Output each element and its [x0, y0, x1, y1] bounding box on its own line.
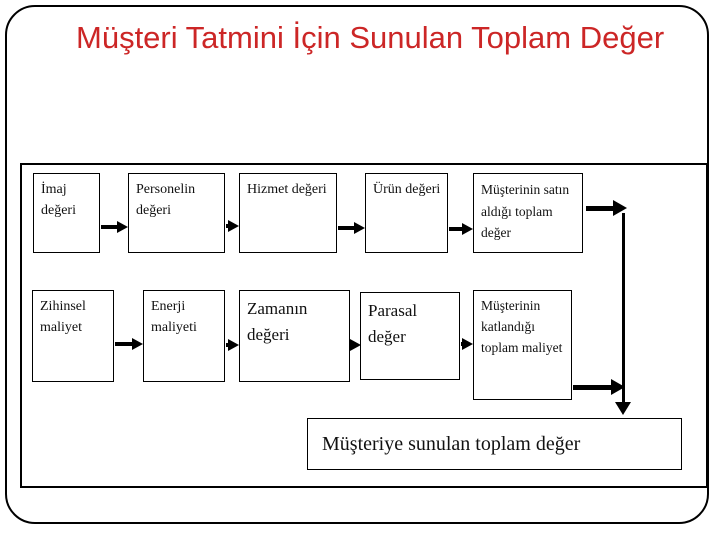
- arrow-hizmet-to-urun-icon: [338, 222, 365, 234]
- box-zamanin-degeri: Zamanın değeri: [239, 290, 350, 382]
- arrow-head-icon: [350, 339, 361, 351]
- box-imaj-degeri: İmaj değeri: [33, 173, 100, 253]
- result-box-label: Müşteriye sunulan toplam değer: [322, 433, 581, 455]
- arrow-imaj-to-personelin-icon: [101, 221, 128, 233]
- box-parasal-deger: Parasal değer: [360, 292, 460, 380]
- arrow-shaft: [101, 225, 117, 229]
- arrow-shaft: [449, 227, 462, 231]
- arrow-shaft: [461, 342, 462, 346]
- box-zihinsel-maliyet: Zihinsel maliyet: [32, 290, 114, 382]
- box-hizmet-degeri: Hizmet değeri: [239, 173, 337, 253]
- arrow-shaft: [226, 343, 228, 347]
- arrow-head-icon: [462, 223, 473, 235]
- box-enerji-maliyeti: Enerji maliyeti: [143, 290, 225, 382]
- arrow-toplam-maliyet-out-icon: [573, 379, 625, 395]
- box-sunulan-toplam-deger: Müşteriye sunulan toplam değer: [307, 418, 682, 470]
- box-personelin-degeri: Personelin değeri: [128, 173, 225, 253]
- arrow-head-icon: [611, 379, 625, 395]
- arrow-shaft: [226, 224, 228, 228]
- page-title: Müşteri Tatmini İçin Sunulan Toplam Değe…: [76, 20, 665, 55]
- arrow-shaft: [573, 384, 611, 390]
- arrow-head-icon: [117, 221, 128, 233]
- arrow-head-icon: [132, 338, 143, 350]
- arrow-head-icon: [354, 222, 365, 234]
- arrow-urun-to-toplam-deger-icon: [449, 223, 473, 235]
- connector-vertical-line: [622, 213, 625, 403]
- arrow-shaft: [115, 342, 132, 346]
- arrow-head-icon: [462, 338, 473, 350]
- arrow-head-icon: [228, 220, 239, 232]
- arrow-personelin-to-hizmet-icon: [226, 220, 239, 232]
- arrow-parasal-to-toplam-maliyet-icon: [461, 338, 473, 350]
- box-urun-degeri: Ürün değeri: [365, 173, 448, 253]
- arrow-shaft: [338, 226, 354, 230]
- arrow-enerji-to-zamanin-icon: [226, 339, 239, 351]
- arrow-zamanin-to-parasal-icon: [350, 339, 361, 351]
- box-katlandigi-toplam-maliyet: Müşterinin katlandığı toplam maliyet: [473, 290, 572, 400]
- arrow-zihinsel-to-enerji-icon: [115, 338, 143, 350]
- arrow-toplam-deger-out-icon: [586, 200, 627, 216]
- arrow-head-icon: [613, 200, 627, 216]
- arrow-shaft: [586, 205, 613, 211]
- arrow-head-icon: [228, 339, 239, 351]
- slide-border: [5, 5, 709, 524]
- arrow-down-head-icon: [615, 402, 631, 415]
- box-satin-aldigi-toplam-deger: Müşterinin satın aldığı toplam değer: [473, 173, 583, 253]
